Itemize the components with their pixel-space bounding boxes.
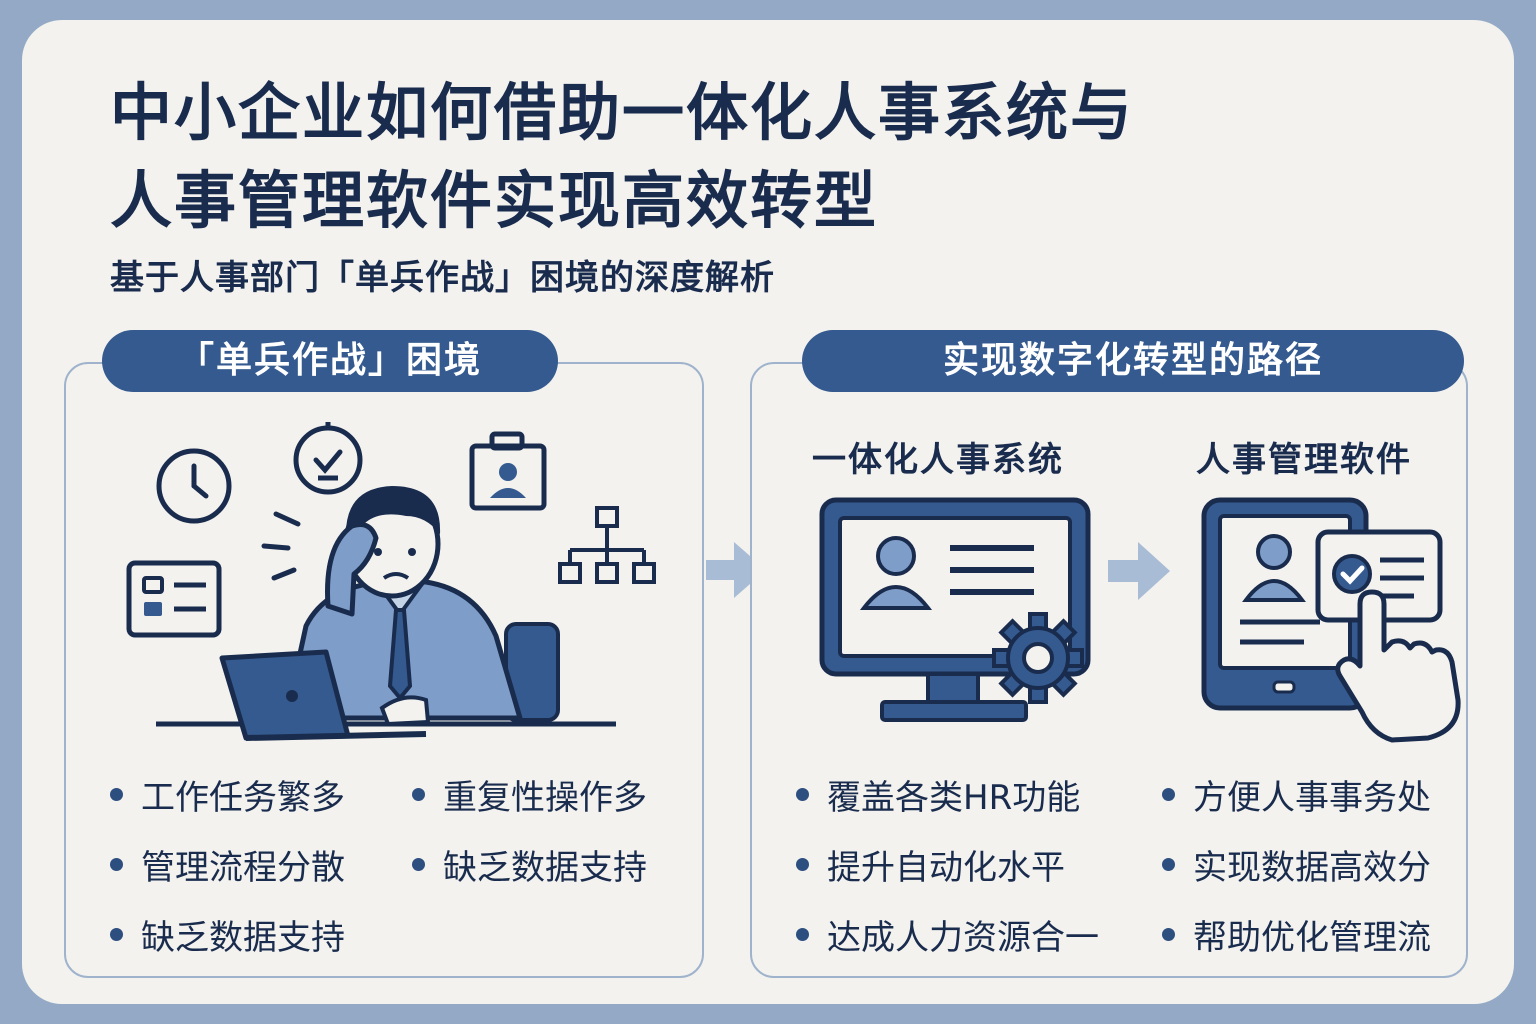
page-title-line-1: 中小企业如何借助一体化人事系统与 xyxy=(110,76,1135,149)
dilemma-item-4: 缺乏数据支持 xyxy=(412,840,647,889)
transformation-heading: 实现数字化转型的路径 xyxy=(802,330,1464,392)
page-title-line-2: 人事管理软件实现高效转型 xyxy=(110,164,879,237)
clock-icon xyxy=(156,448,232,524)
bullet-dot xyxy=(412,788,425,801)
software-item-2: 实现数据高效分 xyxy=(1162,840,1431,889)
bullet-text: 实现数据高效分 xyxy=(1193,848,1431,888)
bullet-text: 管理流程分散 xyxy=(141,848,345,888)
arrow-right-icon xyxy=(706,542,766,598)
bullet-text: 方便人事事务处 xyxy=(1193,778,1431,818)
bullet-dot xyxy=(110,858,123,871)
bullet-text: 帮助优化管理流 xyxy=(1193,918,1431,958)
arrow-right-icon xyxy=(1108,542,1170,600)
bullet-dot xyxy=(796,928,809,941)
system-item-3: 达成人力资源合一 xyxy=(796,910,1099,959)
bullet-text: 提升自动化水平 xyxy=(827,848,1065,888)
bullet-dot xyxy=(1162,788,1175,801)
dilemma-item-3: 管理流程分散 xyxy=(110,840,345,889)
id-card-icon xyxy=(126,560,222,638)
stressed-worker-illustration xyxy=(156,486,616,741)
org-chart-icon xyxy=(558,506,656,584)
system-item-1: 覆盖各类HR功能 xyxy=(796,770,1080,819)
software-heading: 人事管理软件 xyxy=(1196,440,1412,480)
bullet-text: 重复性操作多 xyxy=(443,778,647,818)
bullet-text: 工作任务繁多 xyxy=(141,778,345,818)
bullet-text: 覆盖各类HR功能 xyxy=(827,778,1081,818)
gear-icon xyxy=(992,612,1084,704)
bullet-text: 缺乏数据支持 xyxy=(443,848,647,888)
bullet-text: 达成人力资源合一 xyxy=(827,918,1099,958)
system-heading: 一体化人事系统 xyxy=(812,440,1064,480)
bullet-dot xyxy=(1162,928,1175,941)
id-badge-icon xyxy=(469,431,547,511)
dilemma-item-2: 重复性操作多 xyxy=(412,770,647,819)
software-item-1: 方便人事事务处 xyxy=(1162,770,1431,819)
bullet-dot xyxy=(796,858,809,871)
bullet-text: 缺乏数据支持 xyxy=(141,918,345,958)
tap-hand-icon xyxy=(1335,589,1461,743)
software-item-3: 帮助优化管理流 xyxy=(1162,910,1431,959)
dilemma-item-5: 缺乏数据支持 xyxy=(110,910,345,959)
page-subtitle: 基于人事部门「单兵作战」困境的深度解析 xyxy=(110,258,775,298)
system-item-2: 提升自动化水平 xyxy=(796,840,1065,889)
timer-icon xyxy=(293,422,363,495)
bullet-dot xyxy=(1162,858,1175,871)
dilemma-item-1: 工作任务繁多 xyxy=(110,770,345,819)
dilemma-heading: 「单兵作战」困境 xyxy=(102,330,558,392)
bullet-dot xyxy=(110,928,123,941)
bullet-dot xyxy=(110,788,123,801)
bullet-dot xyxy=(412,858,425,871)
bullet-dot xyxy=(796,788,809,801)
